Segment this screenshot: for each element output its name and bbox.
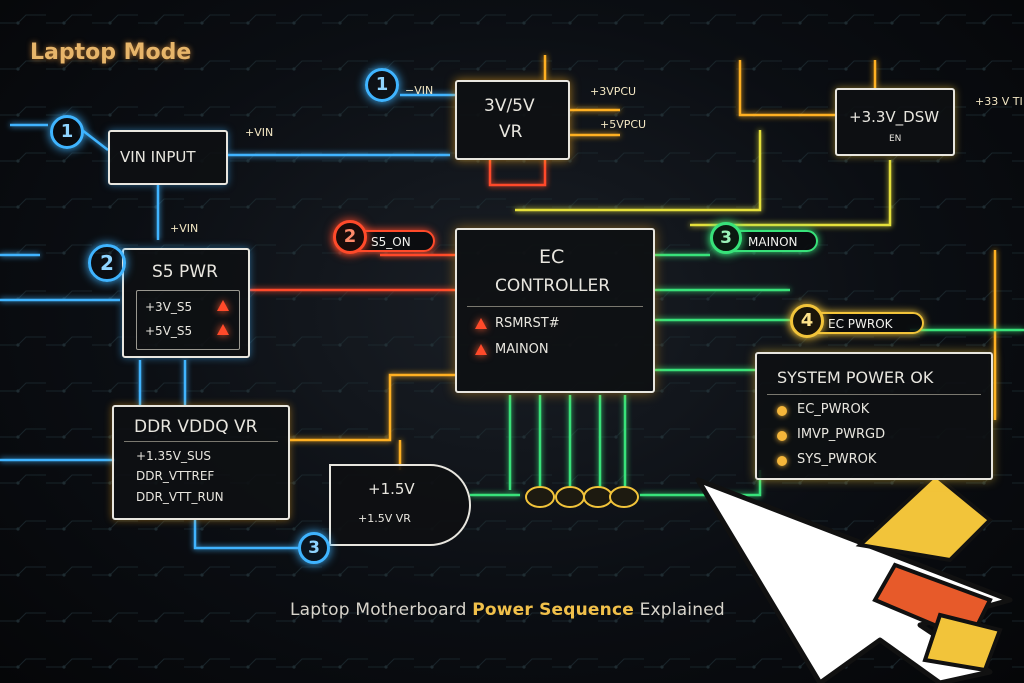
- ec-line1: EC: [539, 246, 565, 268]
- ec-signal-rsmrst: RSMRST#: [495, 316, 560, 331]
- signal-33v-tail: +33 V TI: [975, 95, 1023, 108]
- wire-ddr-to-ec: [288, 373, 455, 442]
- warning-icon: [475, 318, 487, 329]
- wire-vr-loop: [488, 160, 547, 187]
- status-dot: [777, 431, 787, 441]
- wire-left-stubs: [0, 253, 120, 462]
- ec-pwrok-label: EC PWROK: [828, 317, 893, 331]
- s5-rail-3v: +3V_S5: [145, 300, 193, 314]
- sys-ok-label: SYSTEM POWER OK: [777, 368, 934, 387]
- vr15-gate-shape: [329, 464, 471, 546]
- vin-input-box: VIN INPUT: [108, 130, 228, 185]
- s5-rail-5v: +5V_S5: [145, 324, 193, 338]
- dsw-box: +3.3V_DSW EN: [835, 88, 955, 156]
- system-power-ok-box: SYSTEM POWER OK EC_PWROK IMVP_PWRGD SYS_…: [755, 352, 993, 480]
- step-badge-s5on: 2: [333, 220, 367, 254]
- step-badge-vin-number: 1: [60, 121, 74, 142]
- bus-connectors: [525, 486, 639, 508]
- ec-divider: [467, 306, 643, 307]
- ec-line2: CONTROLLER: [495, 276, 611, 296]
- signal-vin-plus: +VIN: [245, 126, 274, 139]
- s5-pwr-label: S5 PWR: [152, 262, 218, 282]
- red-wires: [250, 160, 547, 292]
- warning-icon: [217, 324, 229, 335]
- caption-end: Explained: [633, 600, 725, 620]
- wire-ec-to-dsw: [515, 130, 762, 212]
- wire-dsw-to-mainon: [690, 160, 892, 227]
- s5-on-label: S5_ON: [371, 235, 411, 249]
- step-badge-vin: 1: [50, 115, 84, 149]
- sys-ok-sys-pwrok: SYS_PWROK: [797, 452, 877, 467]
- cursor-arrow-icon: [695, 472, 1013, 683]
- blue-wires: [0, 93, 455, 550]
- wire-ec-bus: [508, 395, 627, 490]
- vr-3v5v-line1: 3V/5V: [484, 96, 535, 116]
- wire-dsw-in: [738, 60, 835, 117]
- step-badge-mainon: 3: [710, 222, 742, 254]
- sys-ok-ec-pwrok: EC_PWROK: [797, 402, 870, 417]
- status-dot: [777, 456, 787, 466]
- ddr-rail-sus: +1.35V_SUS: [136, 449, 211, 463]
- vr15-label: +1.5V: [368, 480, 415, 498]
- warning-icon: [217, 300, 229, 311]
- ec-controller-box: EC CONTROLLER RSMRST# MAINON: [455, 228, 655, 393]
- orange-wires: [288, 55, 997, 470]
- ec-pwrok-pill: EC PWROK: [792, 312, 924, 334]
- vr15-sub: +1.5V VR: [358, 512, 411, 525]
- s5-pwr-box: S5 PWR +3V_S5 +5V_S5: [122, 248, 250, 358]
- step-badge-vr: 1: [365, 68, 399, 102]
- step-badge-ecpwrok: 4: [790, 304, 824, 338]
- green-wires: [470, 253, 1024, 497]
- step-badge-s5: 2: [88, 244, 126, 282]
- ddr-vddq-box: DDR VDDQ VR +1.35V_SUS DDR_VTTREF DDR_VT…: [112, 405, 290, 520]
- ec-signal-mainon: MAINON: [495, 342, 549, 357]
- caption-regular: Laptop Motherboard: [290, 600, 473, 620]
- vr-3v5v-box: 3V/5V VR: [455, 80, 570, 160]
- ddr-label: DDR VDDQ VR: [134, 417, 258, 437]
- signal-3vpcu: +3VPCU: [590, 85, 637, 98]
- dsw-label: +3.3V_DSW: [849, 108, 940, 126]
- vin-input-label: VIN INPUT: [120, 148, 196, 166]
- warning-icon: [475, 344, 487, 355]
- s5-rails-panel: +3V_S5 +5V_S5: [136, 290, 240, 350]
- yellow-wires: [515, 130, 892, 227]
- step-badge-vr15: 3: [298, 532, 330, 564]
- wire-step1-to-vin: [81, 129, 109, 151]
- page-title: Laptop Mode: [30, 40, 192, 65]
- wire-ddr-to-step3: [193, 520, 300, 550]
- step-badge-s5-number: 2: [100, 251, 114, 275]
- ddr-rail-vttref: DDR_VTTREF: [136, 469, 215, 483]
- step-badge-vr15-number: 3: [308, 538, 320, 558]
- step-badge-s5on-number: 2: [343, 226, 357, 247]
- signal-vin-plus-s5: +VIN: [170, 222, 199, 235]
- signal-vin-minus: −VIN: [405, 84, 434, 97]
- caption: Laptop Motherboard Power Sequence Explai…: [290, 600, 725, 620]
- ddr-rail-vtt-run: DDR_VTT_RUN: [136, 490, 224, 504]
- caption-bold: Power Sequence: [472, 600, 634, 620]
- step-badge-vr-number: 1: [375, 74, 389, 95]
- dsw-sub: EN: [889, 134, 902, 144]
- wire-vpcu: [570, 108, 620, 137]
- vr-3v5v-line2: VR: [499, 122, 523, 142]
- sys-ok-divider: [767, 394, 981, 395]
- mainon-label: MAINON: [748, 235, 798, 249]
- step-badge-ecpwrok-number: 4: [800, 310, 814, 331]
- status-dot: [777, 406, 787, 416]
- step-badge-mainon-number: 3: [720, 228, 732, 248]
- ddr-divider: [124, 441, 278, 442]
- sys-ok-imvp-pwrgd: IMVP_PWRGD: [797, 427, 886, 442]
- signal-5vpcu: +5VPCU: [600, 118, 647, 131]
